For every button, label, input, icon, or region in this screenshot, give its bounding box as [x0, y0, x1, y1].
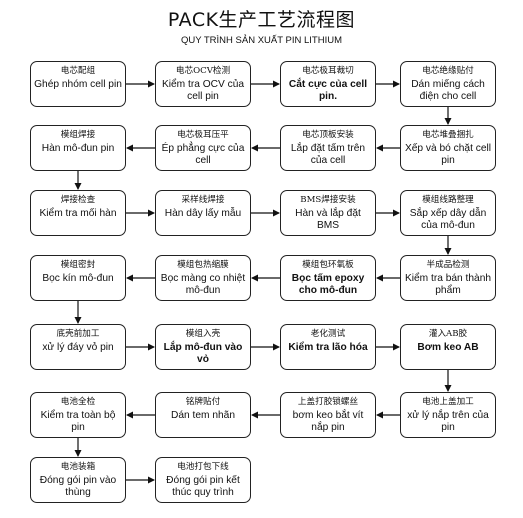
step-chinese-label: 电芯配组 [60, 66, 96, 76]
process-step: 电池全检 Kiểm tra toàn bộ pin [30, 392, 126, 438]
page-subtitle: QUY TRÌNH SẢN XUẤT PIN LITHIUM [181, 35, 342, 46]
step-chinese-label: 模组线路整理 [422, 195, 474, 205]
process-step: 电池打包下线 Đóng gói pin kết thúc quy trình [155, 457, 251, 503]
process-step: 模组焊接 Hàn mô-đun pin [30, 125, 126, 171]
process-step: 电芯极耳压平 Ép phẳng cực của cell [155, 125, 251, 171]
step-chinese-label: 电池打包下线 [177, 462, 229, 472]
process-step: 电芯绝缘贴付 Dán miếng cách điện cho cell [400, 61, 496, 107]
step-chinese-label: 电池全检 [60, 397, 96, 407]
process-step: 电芯堆叠捆扎 Xếp và bó chặt cell pin [400, 125, 496, 171]
process-step: 采样线焊接 Hàn dây lấy mẫu [155, 190, 251, 236]
step-vietnamese-label: Đóng gói pin kết thúc quy trình [166, 475, 240, 498]
step-chinese-label: 电芯顶板安装 [302, 130, 354, 140]
step-vietnamese-label: Kiểm tra mối hàn [39, 208, 117, 219]
process-step: 老化测试 Kiểm tra lão hóa [280, 324, 376, 370]
step-vietnamese-label: Bọc kín mô-đun [42, 273, 114, 284]
step-vietnamese-label: xử lý đáy vỏ pin [42, 342, 114, 353]
step-vietnamese-label: Kiểm tra toàn bộ pin [40, 410, 116, 433]
process-step: 灌入AB胶 Bơm keo AB [400, 324, 496, 370]
page-title: PACK生产工艺流程图 [167, 9, 356, 31]
step-chinese-label: 底壳前加工 [56, 329, 100, 339]
step-chinese-label: 电芯绝缘贴付 [422, 66, 474, 76]
step-vietnamese-label: Bọc tấm epoxy cho mô-đun [291, 273, 365, 296]
step-vietnamese-label: Cắt cực của cell pin. [288, 79, 368, 102]
step-chinese-label: 上盖打胶锁螺丝 [297, 397, 359, 407]
step-vietnamese-label: Hàn mô-đun pin [41, 143, 115, 154]
process-step: 铭牌贴付 Dán tem nhãn [155, 392, 251, 438]
step-chinese-label: 老化测试 [310, 329, 346, 339]
step-chinese-label: 电池装箱 [60, 462, 96, 472]
process-step: BMS焊接安装 Hàn và lắp đặt BMS [280, 190, 376, 236]
step-vietnamese-label: Bọc màng co nhiệt mô-đun [160, 273, 246, 296]
step-chinese-label: 采样线焊接 [181, 195, 225, 205]
step-vietnamese-label: Hàn dây lấy mẫu [164, 208, 242, 219]
process-step: 模组入壳 Lắp mô-đun vào vỏ [155, 324, 251, 370]
step-vietnamese-label: Hàn và lắp đặt BMS [295, 208, 361, 231]
step-vietnamese-label: bơm keo bắt vít nắp pin [292, 410, 364, 433]
step-vietnamese-label: Kiểm tra lão hóa [288, 342, 368, 353]
step-vietnamese-label: Xếp và bó chặt cell pin [404, 143, 492, 166]
process-step: 模组包热缩膜 Bọc màng co nhiệt mô-đun [155, 255, 251, 301]
step-chinese-label: 半成品检测 [426, 260, 470, 270]
step-chinese-label: 铭牌贴付 [185, 397, 221, 407]
process-step: 电芯极耳裁切 Cắt cực của cell pin. [280, 61, 376, 107]
step-vietnamese-label: Dán tem nhãn [171, 410, 235, 421]
process-step: 焊接检查 Kiểm tra mối hàn [30, 190, 126, 236]
step-chinese-label: 模组包热缩膜 [177, 260, 229, 270]
step-chinese-label: 灌入AB胶 [428, 329, 468, 339]
process-step: 上盖打胶锁螺丝 bơm keo bắt vít nắp pin [280, 392, 376, 438]
step-vietnamese-label: Sắp xếp dây dẫn của mô-đun [409, 208, 487, 231]
step-vietnamese-label: xử lý nắp trên của pin [407, 410, 489, 433]
step-vietnamese-label: Ép phẳng cực của cell [161, 143, 245, 166]
process-step: 电池上盖加工 xử lý nắp trên của pin [400, 392, 496, 438]
step-vietnamese-label: Bơm keo AB [417, 342, 479, 353]
step-chinese-label: 电池上盖加工 [422, 397, 474, 407]
step-vietnamese-label: Đóng gói pin vào thùng [39, 475, 117, 498]
step-vietnamese-label: Ghép nhóm cell pin [34, 79, 122, 90]
process-step: 模组线路整理 Sắp xếp dây dẫn của mô-đun [400, 190, 496, 236]
process-step: 电芯顶板安装 Lắp đặt tấm trên của cell [280, 125, 376, 171]
step-vietnamese-label: Kiểm tra OCV của cell pin [161, 79, 245, 102]
step-chinese-label: 电芯OCV检测 [175, 66, 231, 76]
step-chinese-label: 模组入壳 [185, 329, 221, 339]
process-step: 底壳前加工 xử lý đáy vỏ pin [30, 324, 126, 370]
process-step: 电芯配组 Ghép nhóm cell pin [30, 61, 126, 107]
step-chinese-label: 模组包环氧板 [302, 260, 354, 270]
process-step: 电池装箱 Đóng gói pin vào thùng [30, 457, 126, 503]
step-chinese-label: 焊接检查 [60, 195, 96, 205]
step-chinese-label: 模组密封 [60, 260, 96, 270]
process-step: 模组包环氧板 Bọc tấm epoxy cho mô-đun [280, 255, 376, 301]
step-chinese-label: BMS焊接安装 [300, 195, 356, 205]
step-vietnamese-label: Lắp mô-đun vào vỏ [163, 342, 243, 365]
process-step: 半成品检测 Kiểm tra bán thành phẩm [400, 255, 496, 301]
step-vietnamese-label: Kiểm tra bán thành phẩm [404, 273, 492, 296]
process-step: 模组密封 Bọc kín mô-đun [30, 255, 126, 301]
step-vietnamese-label: Dán miếng cách điện cho cell [411, 79, 485, 102]
step-chinese-label: 电芯极耳压平 [177, 130, 229, 140]
step-chinese-label: 电芯极耳裁切 [302, 66, 354, 76]
step-vietnamese-label: Lắp đặt tấm trên của cell [290, 143, 366, 166]
process-step: 电芯OCV检测 Kiểm tra OCV của cell pin [155, 61, 251, 107]
step-chinese-label: 电芯堆叠捆扎 [422, 130, 474, 140]
step-chinese-label: 模组焊接 [60, 130, 96, 140]
